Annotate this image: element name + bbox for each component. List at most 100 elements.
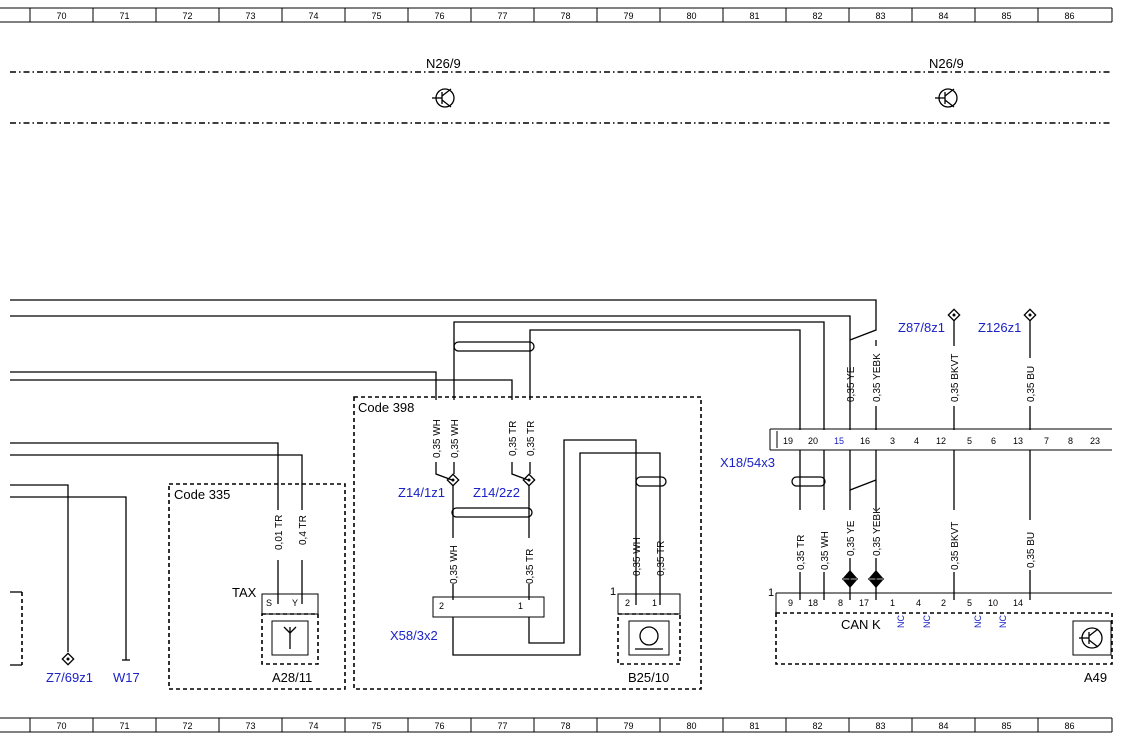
bottom-ruler-label: 79: [623, 721, 633, 731]
bottom-ruler-label: 78: [560, 721, 570, 731]
bottom-ruler-label: 75: [371, 721, 381, 731]
ground-w17: W17: [113, 670, 140, 685]
antenna-icon: [271, 620, 309, 656]
ground-label-right: N26/9: [929, 56, 964, 71]
nc-label: NC: [922, 615, 932, 628]
pin-label: 4: [914, 436, 919, 446]
bottom-ruler-label: 85: [1001, 721, 1011, 731]
top-ruler-label: 76: [434, 11, 444, 21]
splice-diamond: [947, 308, 961, 322]
pin-label: 5: [967, 436, 972, 446]
pin-label: 3: [890, 436, 895, 446]
transistor-icon: [1072, 620, 1112, 656]
wire-label: 0,35 TR: [525, 549, 536, 584]
wire-bus: [10, 299, 877, 660]
top-ruler-label: 79: [623, 11, 633, 21]
pin-label: 6: [991, 436, 996, 446]
pin-label: 2: [439, 601, 444, 611]
bottom-ruler-label: 82: [812, 721, 822, 731]
pin-label: 1: [518, 601, 523, 611]
ground-label-left: N26/9: [426, 56, 461, 71]
top-ruler-label: 77: [497, 11, 507, 21]
pin-label: S: [266, 598, 272, 608]
wire-label: 0,35 WH: [449, 545, 460, 584]
pin-label: 19: [783, 436, 793, 446]
top-ruler-label: 82: [812, 11, 822, 21]
pin-label: 20: [808, 436, 818, 446]
pin-label: 2: [625, 598, 630, 608]
code-398-label: Code 398: [358, 400, 414, 415]
pin-label: 15: [834, 436, 844, 446]
a49-can-label: CAN K: [841, 617, 881, 632]
a28-tax-label: TAX: [232, 585, 257, 600]
twisted-pair-marker: [451, 507, 533, 518]
a28-label: A28/11: [272, 670, 312, 685]
pin-label: 17: [859, 598, 869, 608]
bottom-ruler-label: 73: [245, 721, 255, 731]
x58-3x2-connector: [432, 596, 545, 618]
pin-label: 12: [936, 436, 946, 446]
wire-label: 0,35 BU: [1026, 532, 1037, 568]
wire-label: 0,4 TR: [298, 515, 309, 545]
wire-label: 0,35 BKVT: [950, 522, 961, 570]
top-ruler-label: 84: [938, 11, 948, 21]
bottom-ruler-label: 81: [749, 721, 759, 731]
pin-label: 14: [1013, 598, 1023, 608]
splice-diamond: [446, 473, 460, 487]
top-ruler-label: 72: [182, 11, 192, 21]
wire-label: 0,35 WH: [632, 537, 643, 576]
bottom-ruler-label: 77: [497, 721, 507, 731]
nc-label: NC: [998, 615, 1008, 628]
pin-label: 1: [610, 586, 616, 598]
wire-label: 0,35 YEBK: [872, 353, 883, 402]
can-bus-arrow-icon: [842, 570, 858, 588]
twisted-pair-marker: [635, 476, 667, 487]
bottom-ruler-label: 86: [1064, 721, 1074, 731]
pin-label: 1: [768, 587, 774, 599]
top-ruler-label: 78: [560, 11, 570, 21]
pin-label: 7: [1044, 436, 1049, 446]
x18-label: X18/54x3: [720, 455, 775, 470]
pin-label: 10: [988, 598, 998, 608]
nc-label: NC: [973, 615, 983, 628]
a49-connector: [775, 592, 1112, 613]
pin-label: 1: [652, 598, 657, 608]
wire-label: 0,35 TR: [656, 541, 667, 576]
pin-label: 23: [1090, 436, 1100, 446]
pin-label: 18: [808, 598, 818, 608]
splice-diamond: [522, 473, 536, 487]
top-ruler-label: 80: [686, 11, 696, 21]
bottom-ruler-label: 83: [875, 721, 885, 731]
code-398-box: [353, 396, 702, 690]
wire-label: 0,35 TR: [796, 535, 807, 570]
splice-z14-2z2: Z14/2z2: [473, 485, 520, 500]
bottom-ruler-label: 80: [686, 721, 696, 731]
b25-label: B25/10: [628, 670, 669, 685]
bottom-ruler-label: 71: [119, 721, 129, 731]
wire-label: 0,35 BKVT: [950, 354, 961, 402]
pin-label: 9: [788, 598, 793, 608]
pin-label: 16: [860, 436, 870, 446]
top-ruler-label: 74: [308, 11, 318, 21]
x18-54x3-connector: [769, 428, 1112, 451]
wire-label: 0,01 TR: [274, 515, 285, 550]
wire-label: 0,35 TR: [526, 421, 537, 456]
code-335-box: [168, 483, 346, 690]
wire-label: 0,35 YEBK: [872, 507, 883, 556]
wire-label: 0,35 BU: [1026, 366, 1037, 402]
top-ruler-label: 73: [245, 11, 255, 21]
x58-label: X58/3x2: [390, 628, 438, 643]
pin-label: 4: [916, 598, 921, 608]
left-hatched-edge: [10, 591, 23, 666]
a49-module: [775, 612, 1113, 665]
top-ruler-label: 81: [749, 11, 759, 21]
splice-diamond: [1023, 308, 1037, 322]
wire-label: 0,35 WH: [820, 531, 831, 570]
bottom-ruler-label: 84: [938, 721, 948, 731]
bottom-ruler-label: 72: [182, 721, 192, 731]
bottom-ruler-label: 70: [56, 721, 66, 731]
wire-label: 0,35 YE: [846, 520, 857, 556]
